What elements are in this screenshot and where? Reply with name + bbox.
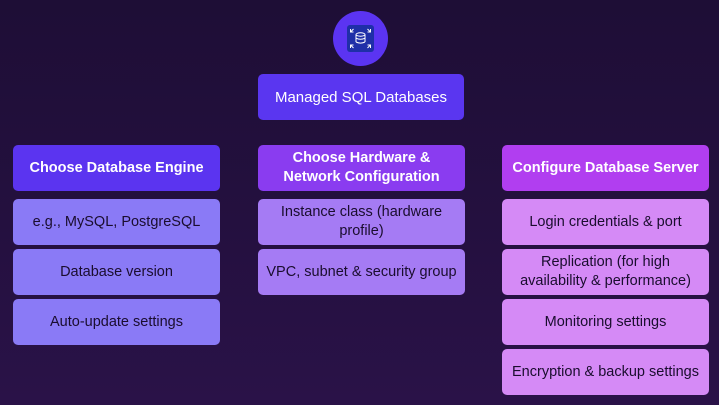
branch-title: Choose Database Engine xyxy=(29,159,204,176)
node-label: Encryption & backup settings xyxy=(512,363,699,380)
monitoring-node: Monitoring settings xyxy=(502,299,709,345)
branch-hardware-network: Choose Hardware & Network Configuration xyxy=(258,145,465,191)
node-label: Database version xyxy=(60,263,173,280)
database-icon xyxy=(347,25,374,52)
database-version-node: Database version xyxy=(13,249,220,295)
engine-examples-node: e.g., MySQL, PostgreSQL xyxy=(13,199,220,245)
branch-title: Configure Database Server xyxy=(512,159,699,176)
root-node-label: Managed SQL Databases xyxy=(274,88,448,106)
node-label: e.g., MySQL, PostgreSQL xyxy=(32,213,201,230)
branch-database-engine: Choose Database Engine xyxy=(13,145,220,191)
encryption-backup-node: Encryption & backup settings xyxy=(502,349,709,395)
login-credentials-node: Login credentials & port xyxy=(502,199,709,245)
replication-node: Replication (for high availability & per… xyxy=(502,249,709,295)
root-node: Managed SQL Databases xyxy=(258,74,464,120)
branch-database-server: Configure Database Server xyxy=(502,145,709,191)
node-label: Login credentials & port xyxy=(529,213,682,230)
vpc-subnet-node: VPC, subnet & security group xyxy=(258,249,465,295)
node-label: Monitoring settings xyxy=(544,313,667,330)
branch-title: Choose Hardware & Network Configuration xyxy=(283,150,440,185)
node-label: Instance class (hardware profile) xyxy=(280,204,443,239)
instance-class-node: Instance class (hardware profile) xyxy=(258,199,465,245)
node-label: VPC, subnet & security group xyxy=(266,263,457,280)
database-logo xyxy=(333,11,388,66)
node-label: Auto-update settings xyxy=(49,313,183,330)
auto-update-node: Auto-update settings xyxy=(13,299,220,345)
node-label: Replication (for high availability & per… xyxy=(520,254,691,289)
